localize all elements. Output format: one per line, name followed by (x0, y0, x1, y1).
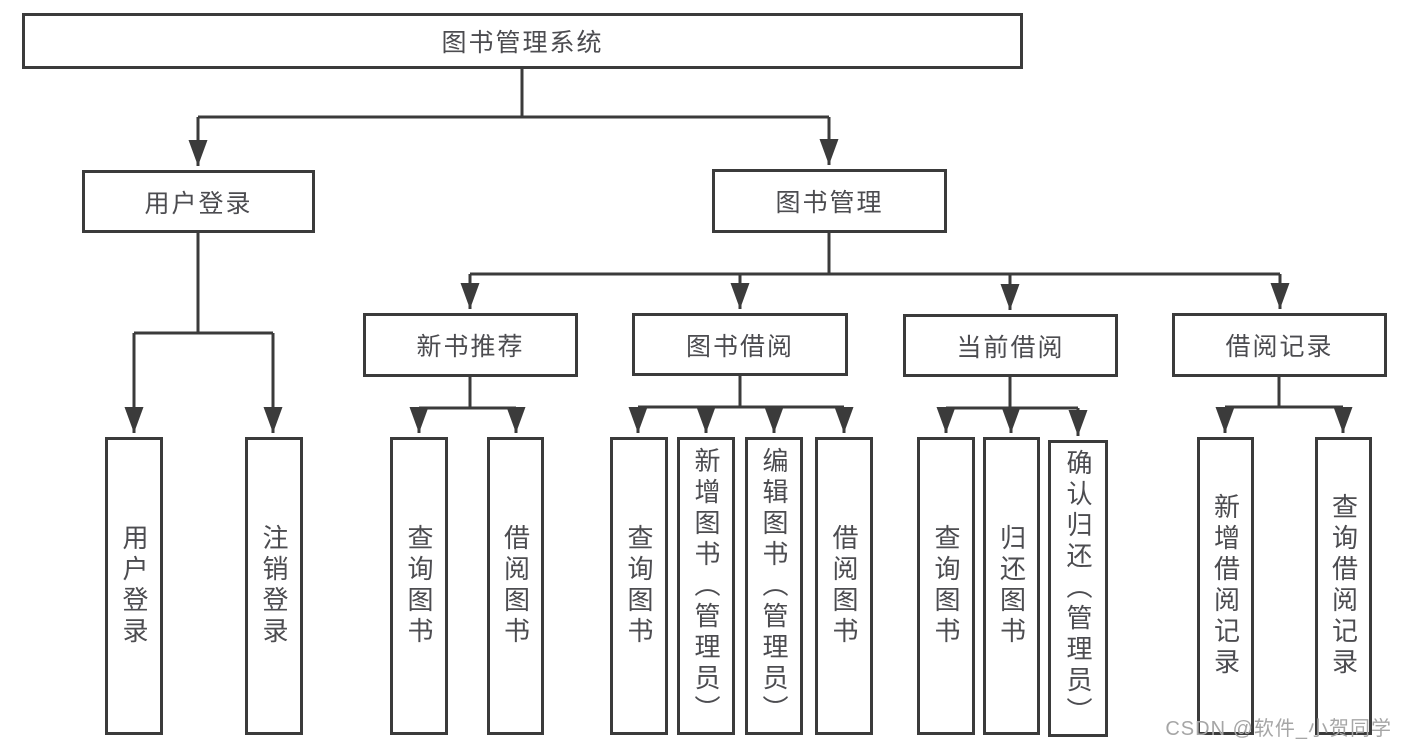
node-label: 用户登录 (119, 524, 149, 648)
connector-login-children (124, 233, 283, 433)
node-new-book-recommend: 新书推荐 (363, 313, 578, 377)
node-label: 借阅图书 (500, 524, 531, 648)
node-return-book: 归还图书 (983, 437, 1040, 735)
node-borrowing-records: 借阅记录 (1172, 313, 1387, 377)
node-label: 借阅图书 (829, 524, 859, 648)
node-current-borrowing: 当前借阅 (903, 314, 1118, 377)
node-logout: 注销登录 (245, 437, 303, 735)
node-label: 查询图书 (624, 524, 654, 648)
node-label: 查询图书 (931, 524, 961, 648)
node-label: 新增借阅记录 (1210, 493, 1241, 679)
node-label: 当前借阅 (956, 333, 1065, 362)
node-label: 查询借阅记录 (1328, 493, 1359, 679)
connector-records-children (1215, 377, 1353, 433)
node-borrow-books: 借阅图书 (815, 437, 873, 735)
node-root-system: 图书管理系统 (22, 13, 1023, 69)
node-book-management: 图书管理 (712, 169, 947, 233)
connector-recommend-children (409, 377, 526, 433)
node-label: 编辑图书（管理员） (759, 446, 789, 726)
node-user-login-group: 用户登录 (82, 170, 315, 233)
node-label: 图书管理系统 (441, 29, 604, 57)
connector-borrow-children (628, 375, 854, 433)
node-label: 注销登录 (259, 524, 289, 648)
node-borrow-books-recommend: 借阅图书 (487, 437, 544, 735)
node-book-borrowing: 图书借阅 (632, 313, 848, 376)
node-label: 查询图书 (404, 524, 434, 648)
node-query-borrow-record: 查询借阅记录 (1315, 437, 1372, 735)
node-query-books-recommend: 查询图书 (390, 437, 448, 735)
node-label: 确认归还（管理员） (1063, 449, 1093, 728)
node-label: 图书管理 (775, 189, 884, 217)
node-edit-book-admin: 编辑图书（管理员） (745, 437, 803, 735)
node-query-books-current: 查询图书 (917, 437, 975, 735)
node-label: 用户登录 (144, 189, 253, 218)
node-label: 新书推荐 (416, 333, 525, 361)
node-label: 借阅记录 (1225, 333, 1334, 361)
node-user-login: 用户登录 (105, 437, 163, 735)
node-add-borrow-record: 新增借阅记录 (1197, 437, 1254, 735)
connector-current-children (936, 377, 1088, 436)
csdn-watermark: CSDN @软件_小贺同学 (1165, 718, 1392, 740)
node-query-books-borrow: 查询图书 (610, 437, 668, 735)
connector-mgmt-children (460, 233, 1290, 310)
node-add-book-admin: 新增图书（管理员） (677, 437, 735, 735)
node-label: 归还图书 (996, 524, 1027, 648)
connector-root-to-level2 (188, 69, 839, 166)
node-label: 图书借阅 (685, 332, 794, 361)
node-label: 新增图书（管理员） (691, 446, 721, 726)
node-confirm-return-admin: 确认归还（管理员） (1048, 440, 1108, 737)
